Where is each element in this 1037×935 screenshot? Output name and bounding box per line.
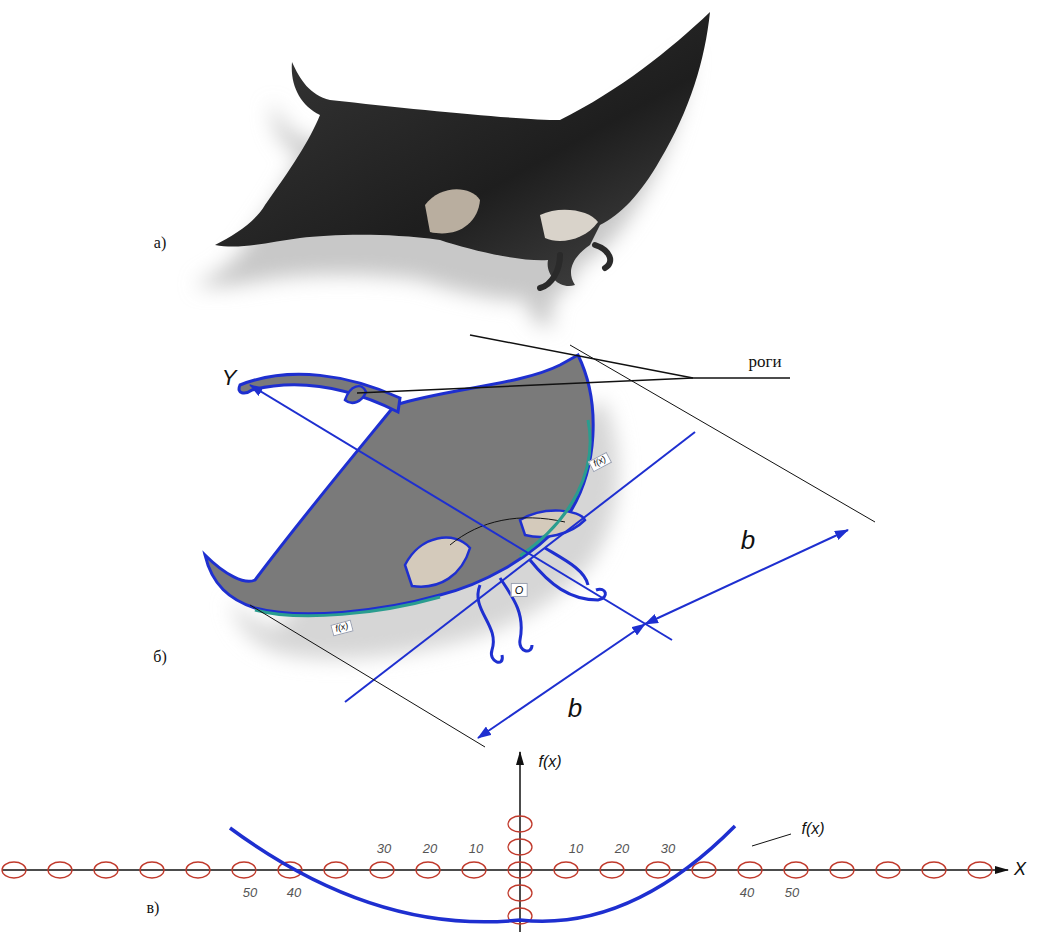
manta-body [215,12,710,286]
scale-circle [600,862,624,878]
scale-number: 20 [615,842,629,856]
scale-circle [140,862,164,878]
axis-label: Y [222,366,237,390]
panel-letter: б) [153,648,166,666]
scale-circle [508,885,532,901]
axis-fx [519,752,521,932]
scale-number: 40 [287,886,301,900]
leader-line [357,378,693,393]
leader-line [470,335,693,378]
manta-appendage [500,578,532,651]
scale-circle [646,862,670,878]
scale-circle [922,862,946,878]
scale-circle [186,862,210,878]
extension-line [250,605,485,747]
scale-circle [554,862,578,878]
scale-circle [508,839,532,855]
axis-label: X [1014,860,1026,880]
scale-number: 10 [569,842,583,856]
dimension-line [478,624,645,738]
scale-number: 10 [469,842,483,856]
scale-circle [876,862,900,878]
scale-circles [2,816,992,924]
function-label: f(x) [801,820,824,838]
scale-number: 50 [243,886,257,900]
graph [2,752,1008,932]
scale-circle [48,862,72,878]
scale-circle [830,862,854,878]
panel-letter: в) [147,899,160,917]
function-curve [230,826,735,922]
contour-fx [520,420,590,556]
manta-drawing [205,355,618,662]
scale-circle [692,862,716,878]
scale-circle [508,816,532,832]
axis-y [250,385,672,640]
manta-light-patch [540,210,598,241]
extension-line [570,345,875,522]
scale-number: 40 [740,886,754,900]
leader-line [752,834,791,846]
axis-x [2,869,1008,871]
scale-number: 50 [785,886,799,900]
axis-label: f(x) [538,753,561,771]
leader-line [693,377,790,379]
scale-circle [2,862,26,878]
manta-horn [540,255,560,288]
callout-text: роги [748,353,781,372]
manta-photo [195,12,710,326]
scale-circle [324,862,348,878]
panel-letter: а) [154,234,166,252]
drawing-lines [250,335,875,747]
origin-label: O [511,583,528,597]
scale-circle [968,862,992,878]
scale-circle [232,862,256,878]
scale-circle [370,862,394,878]
scale-circle [784,862,808,878]
manta-light-patch [405,538,470,587]
manta-light-patch [425,189,480,233]
scale-number: 30 [377,842,391,856]
axis-cross [345,432,695,702]
scale-number: 30 [661,842,675,856]
contour-fx [255,597,440,616]
manta-fin-outline [345,386,366,403]
scale-circle [416,862,440,878]
scale-circle [508,862,532,878]
scale-number: 20 [423,842,437,856]
dimension-label: b [568,694,582,723]
scale-circle [462,862,486,878]
scale-circle [94,862,118,878]
dimension-label: b [741,526,755,555]
scale-circle [738,862,762,878]
manta-horn [595,245,610,268]
